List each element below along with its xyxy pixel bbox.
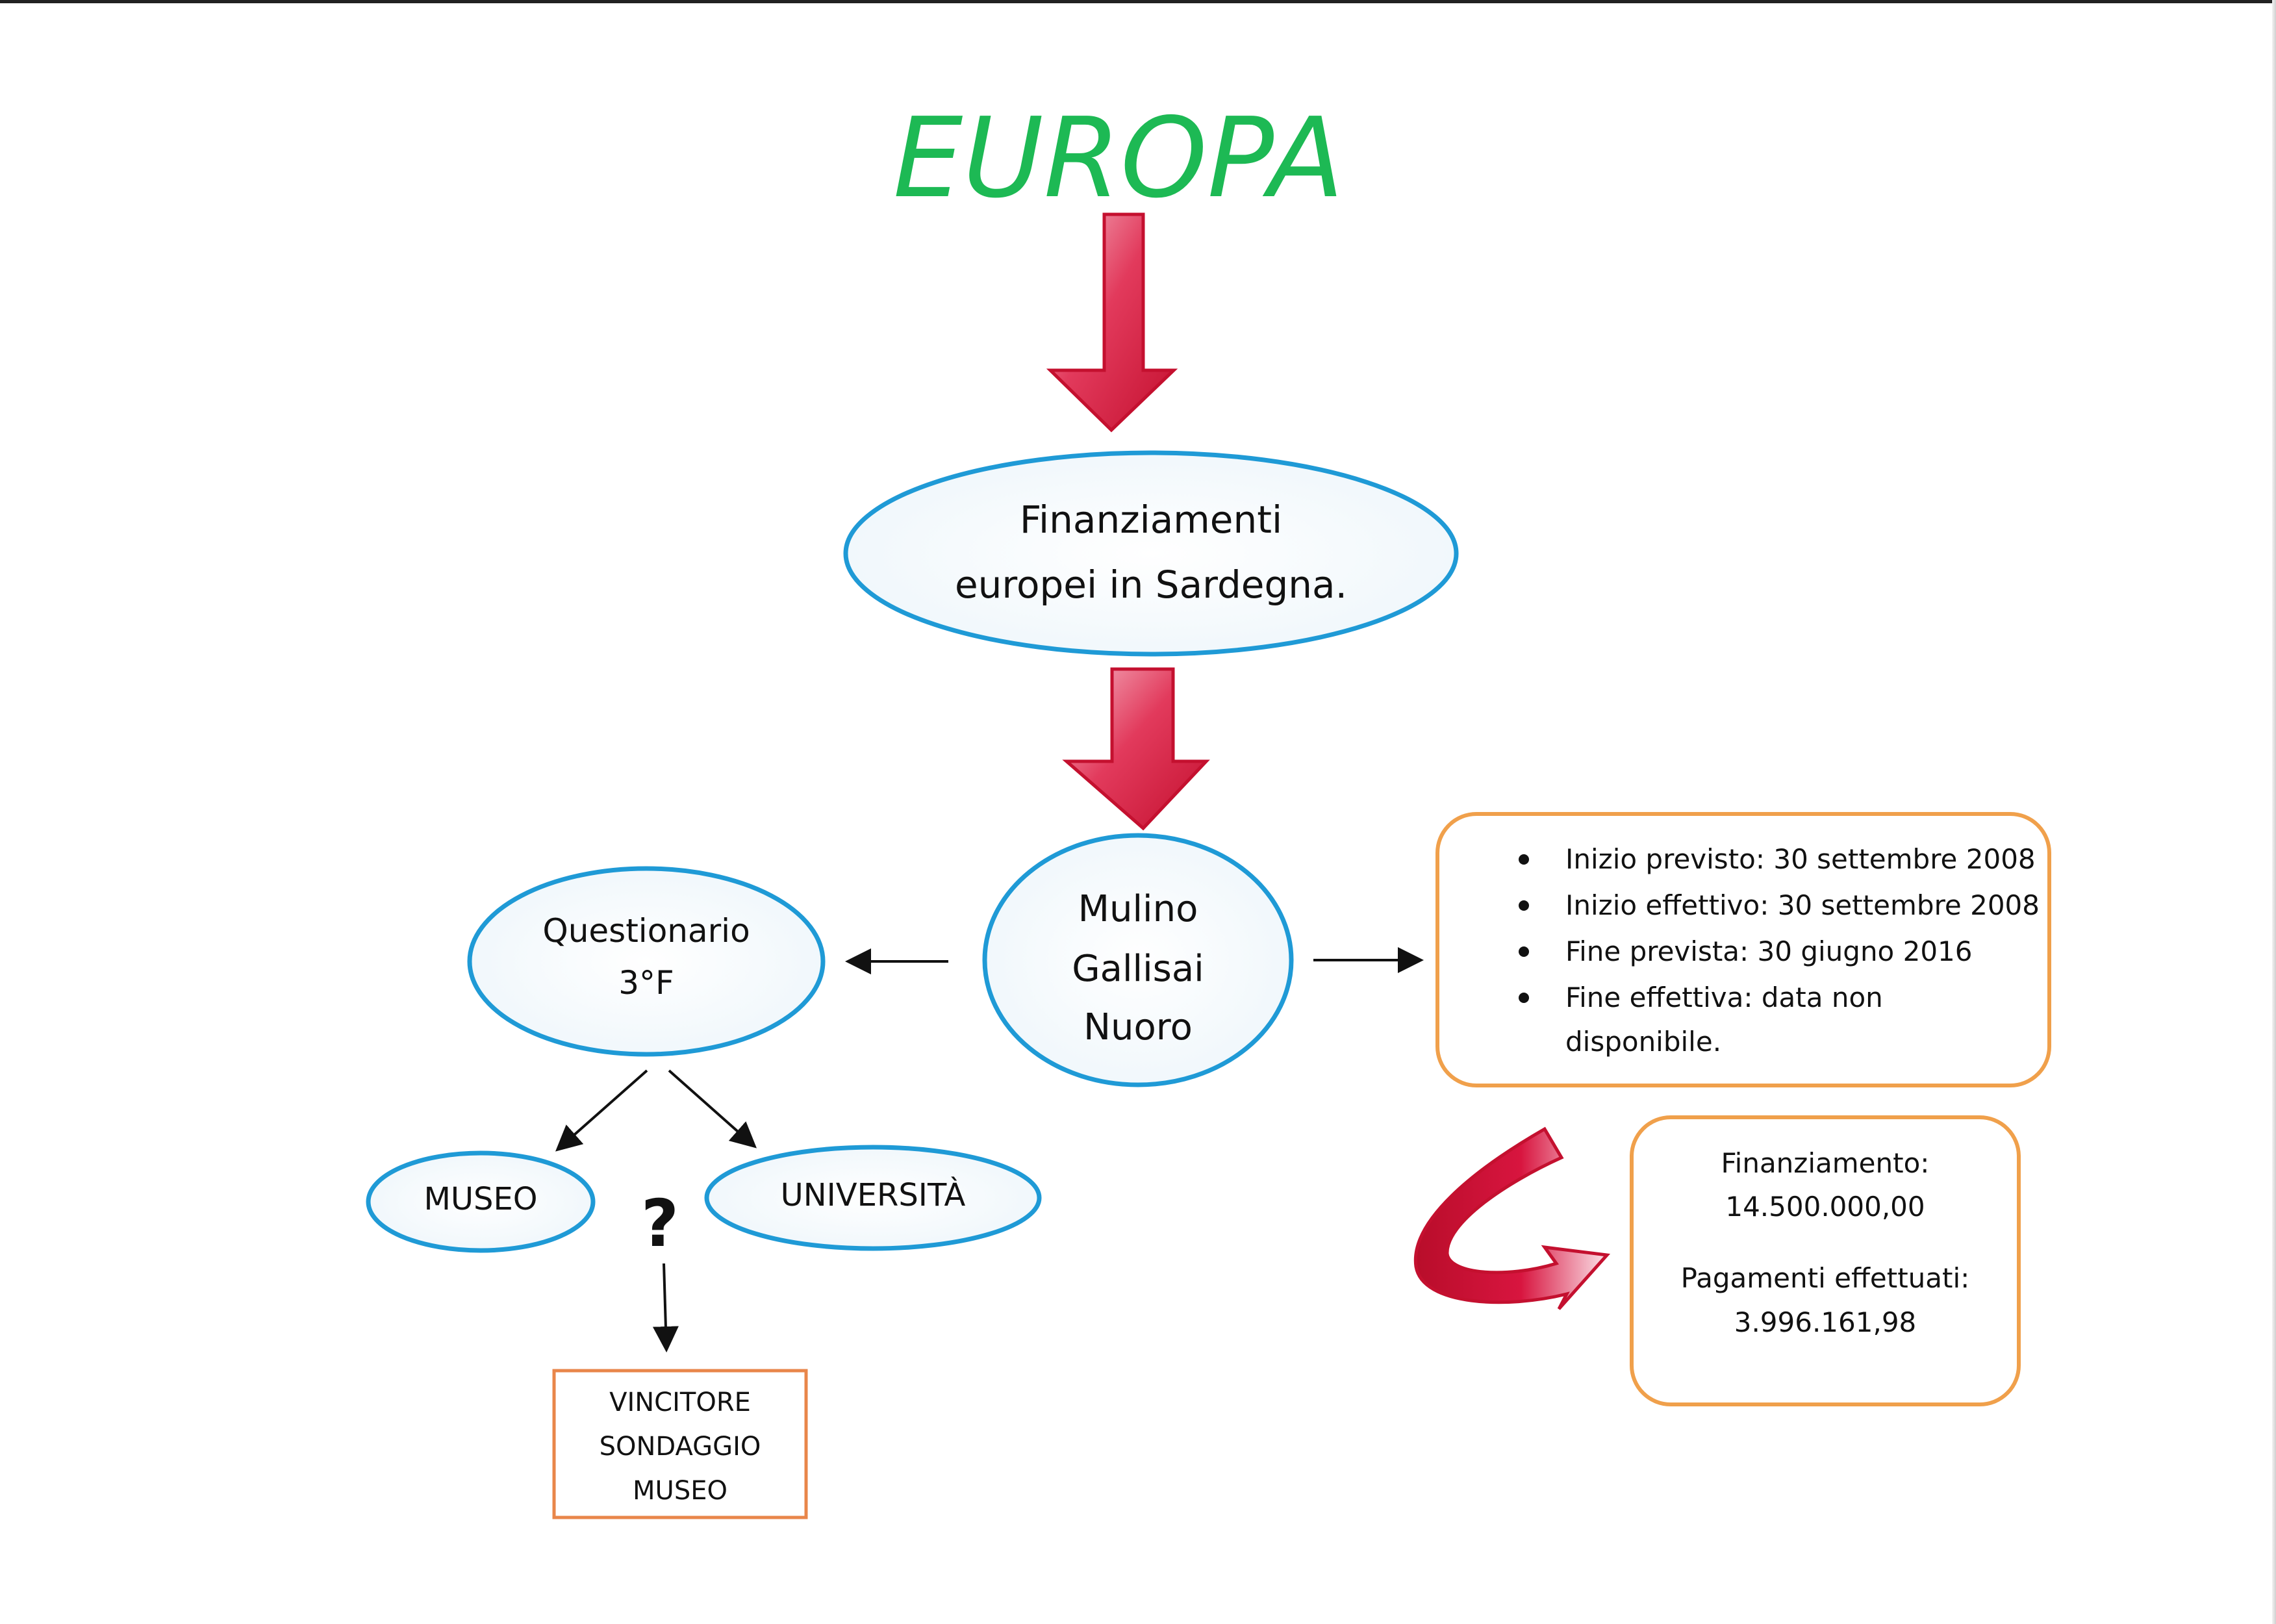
bullet-1 (1519, 854, 1529, 865)
winner-line-2: SONDAGGIO (600, 1432, 761, 1462)
date-item-2: Inizio effettivo: 30 settembre 2008 (1565, 889, 2040, 921)
winner-line-3: MUSEO (633, 1476, 727, 1506)
museum-ellipse (366, 1150, 596, 1253)
big-arrow-down-1 (1046, 212, 1178, 433)
main-topic-ellipse (843, 450, 1459, 657)
arrow-to-university (668, 1069, 757, 1148)
arrow-to-winner (652, 1263, 679, 1352)
survey-line-2: 3°F (618, 964, 674, 1002)
survey-ellipse (467, 866, 826, 1057)
bullet-2 (1519, 900, 1529, 911)
scan-edge-right (2272, 0, 2276, 1624)
university-label: UNIVERSITÀ (781, 1176, 966, 1213)
project-ellipse (982, 833, 1294, 1087)
arrow-to-museum (555, 1069, 648, 1152)
project-line-1: Mulino (1078, 888, 1198, 930)
bullet-4 (1519, 993, 1529, 1003)
scan-edge-top (0, 0, 2276, 3)
big-arrow-down-2 (1062, 667, 1210, 831)
project-line-3: Nuoro (1083, 1006, 1193, 1048)
main-topic-line-1: Finanziamenti (1020, 498, 1282, 542)
date-item-4: Fine effettiva: data non (1565, 982, 1883, 1013)
date-item-4-continuation: disponibile. (1565, 1026, 1721, 1058)
date-item-1: Inizio previsto: 30 settembre 2008 (1565, 843, 2036, 875)
winner-line-1: VINCITORE (609, 1388, 751, 1417)
bullet-3 (1519, 946, 1529, 957)
payments-label: Pagamenti effettuati: (1681, 1262, 1970, 1294)
funding-box (1630, 1115, 2021, 1406)
curved-arrow (1413, 1126, 1611, 1310)
funding-value: 14.500.000,00 (1725, 1191, 1925, 1223)
date-item-3: Fine prevista: 30 giugno 2016 (1565, 935, 1973, 967)
project-line-2: Gallisai (1072, 948, 1204, 990)
funding-label: Finanziamento: (1721, 1147, 1930, 1179)
diagram-title: EUROPA (893, 94, 1344, 223)
university-ellipse (704, 1145, 1042, 1251)
question-mark: ? (641, 1186, 679, 1262)
main-topic-line-2: europei in Sardegna. (955, 563, 1347, 607)
payments-value: 3.996.161,98 (1734, 1306, 1917, 1338)
survey-line-1: Questionario (542, 912, 750, 950)
winner-box (552, 1369, 808, 1519)
museum-label: MUSEO (424, 1181, 537, 1217)
dates-box (1435, 812, 2051, 1087)
